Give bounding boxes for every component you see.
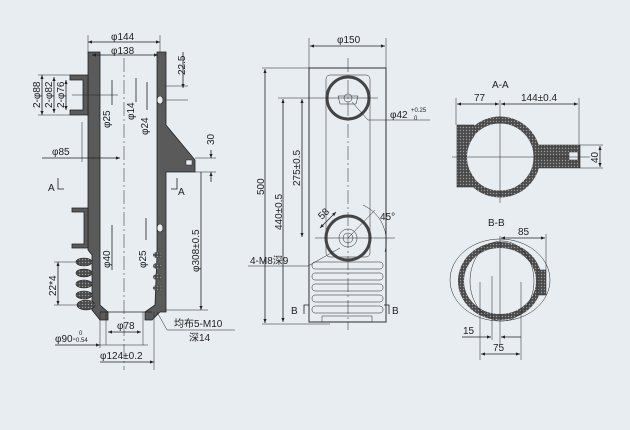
dim-phi25-bottom: φ25 [138,250,149,268]
dim-15: 15 [463,326,475,337]
upper-side-port [69,74,89,116]
side-section-view: φ144 φ138 22.5 2-φ88 2-φ82 2-φ76 φ25 φ14… [32,32,235,370]
section-bb-title: B-B [488,218,505,229]
dim-40: 40 [590,151,601,163]
dim-phi42-tol-lower: 0 [414,116,418,122]
dim-phi25-top: φ25 [102,110,113,128]
section-marker-b-right: B [392,306,399,317]
left-sheds [75,257,96,311]
front-sheds [311,261,384,323]
dim-77: 77 [474,93,486,104]
dim-phi90: φ90- [55,334,76,345]
dim-22x4: 22*4 [48,275,59,296]
dim-2phi82: 2-φ82 [44,81,55,108]
upper-hole [156,95,164,105]
dim-phi144: φ144 [111,32,135,43]
buttress-hole [185,159,193,166]
dim-phi124: φ124±0.2 [100,351,143,362]
front-body [308,67,387,323]
dim-phi150: φ150 [337,35,361,46]
dim-phi40: φ40 [102,250,113,268]
dim-phi138: φ138 [111,46,135,57]
note-holes: 4-M8深9 [250,255,289,267]
dim-2phi76: 2-φ76 [56,81,67,108]
dim-phi78: φ78 [117,321,135,332]
note-thread: 均布5-M10 [174,318,223,330]
lower-hole [156,223,164,233]
left-wall [87,51,109,321]
note-depth: 深14 [189,332,211,344]
section-b-b: B-B 85 15 75 [449,218,551,360]
dim-75: 75 [493,343,505,354]
right-wall [144,51,196,321]
dim-45deg: 45° [380,212,395,223]
dim-85: 85 [518,227,530,238]
dim-phi90-tol-upper: 0 [79,331,83,337]
dim-phi42-tol-upper: +0.25 [411,108,427,114]
section-marker-a-left: A [48,183,55,194]
dim-phi308: φ308±0.5 [191,229,202,272]
dim-phi24: φ24 [140,117,151,135]
front-view: φ150 500 440±0.5 275±0.5 φ42 +0.25 0 58 … [248,35,430,330]
section-marker-a-right: A [178,187,185,198]
section-aa-title: A-A [492,80,509,91]
dim-500: 500 [256,178,267,195]
dim-phi85: φ85 [52,147,70,158]
dim-440: 440±0.5 [274,193,285,230]
dim-275: 275±0.5 [292,149,303,186]
dim-phi42: φ42 [390,110,408,121]
dim-30: 30 [206,133,217,145]
dim-22-5: 22.5 [177,55,188,75]
section-a-a: A-A 77 144±0.4 40 [452,80,603,203]
right-sheds [153,252,161,291]
dim-phi14: φ14 [126,102,137,120]
dim-144: 144±0.4 [521,93,558,104]
dim-2phi88: 2-φ88 [32,81,43,108]
lower-side-port [71,207,89,249]
section-marker-b-left: B [291,306,298,317]
dim-phi90-tol-lower: 0.54 [76,338,88,344]
